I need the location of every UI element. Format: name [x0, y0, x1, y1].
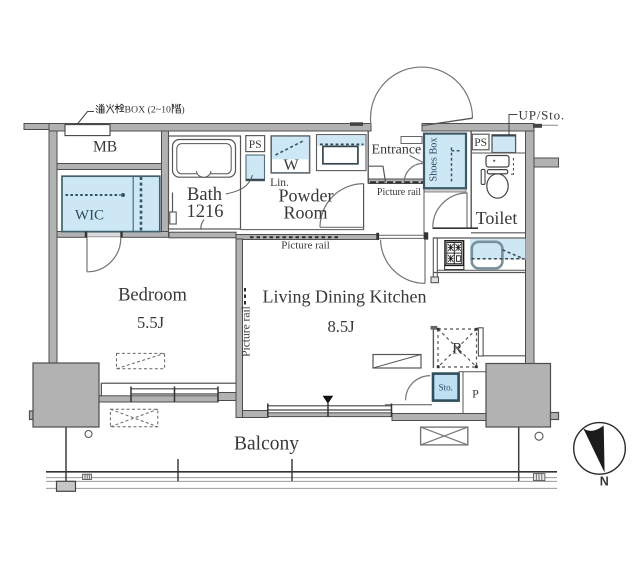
- svg-text:Toilet: Toilet: [476, 208, 518, 228]
- svg-text:Picture rail: Picture rail: [377, 187, 421, 198]
- svg-text:8.5J: 8.5J: [327, 317, 355, 336]
- svg-text:5.5J: 5.5J: [137, 313, 165, 332]
- svg-text:Picture rail: Picture rail: [281, 240, 330, 252]
- svg-text:MB: MB: [93, 139, 117, 156]
- svg-text:Lin.: Lin.: [270, 177, 289, 189]
- svg-text:Powder: Powder: [279, 186, 334, 206]
- svg-text:N: N: [600, 475, 609, 489]
- svg-text:R: R: [452, 341, 463, 358]
- svg-text:Balcony: Balcony: [234, 434, 299, 455]
- svg-text:Bath: Bath: [187, 185, 222, 205]
- svg-text:WIC: WIC: [75, 208, 104, 224]
- svg-text:): ): [181, 105, 184, 116]
- svg-text:Room: Room: [283, 203, 327, 223]
- svg-text:UP/Sto.: UP/Sto.: [519, 108, 565, 123]
- svg-text:Picture rail: Picture rail: [241, 306, 253, 357]
- svg-text:BOX (2~10: BOX (2~10: [125, 105, 171, 116]
- svg-text:Bedroom: Bedroom: [118, 286, 187, 306]
- svg-text:W: W: [283, 157, 299, 174]
- svg-text:PS: PS: [249, 139, 262, 151]
- svg-text:1216: 1216: [187, 202, 224, 222]
- svg-text:P: P: [472, 387, 479, 401]
- svg-text:Sto.: Sto.: [439, 383, 453, 393]
- svg-text:Shoes Box: Shoes Box: [429, 138, 440, 182]
- svg-text:PS: PS: [474, 137, 487, 149]
- svg-text:Entrance: Entrance: [372, 143, 422, 158]
- svg-text:Living Dining Kitchen: Living Dining Kitchen: [263, 287, 427, 307]
